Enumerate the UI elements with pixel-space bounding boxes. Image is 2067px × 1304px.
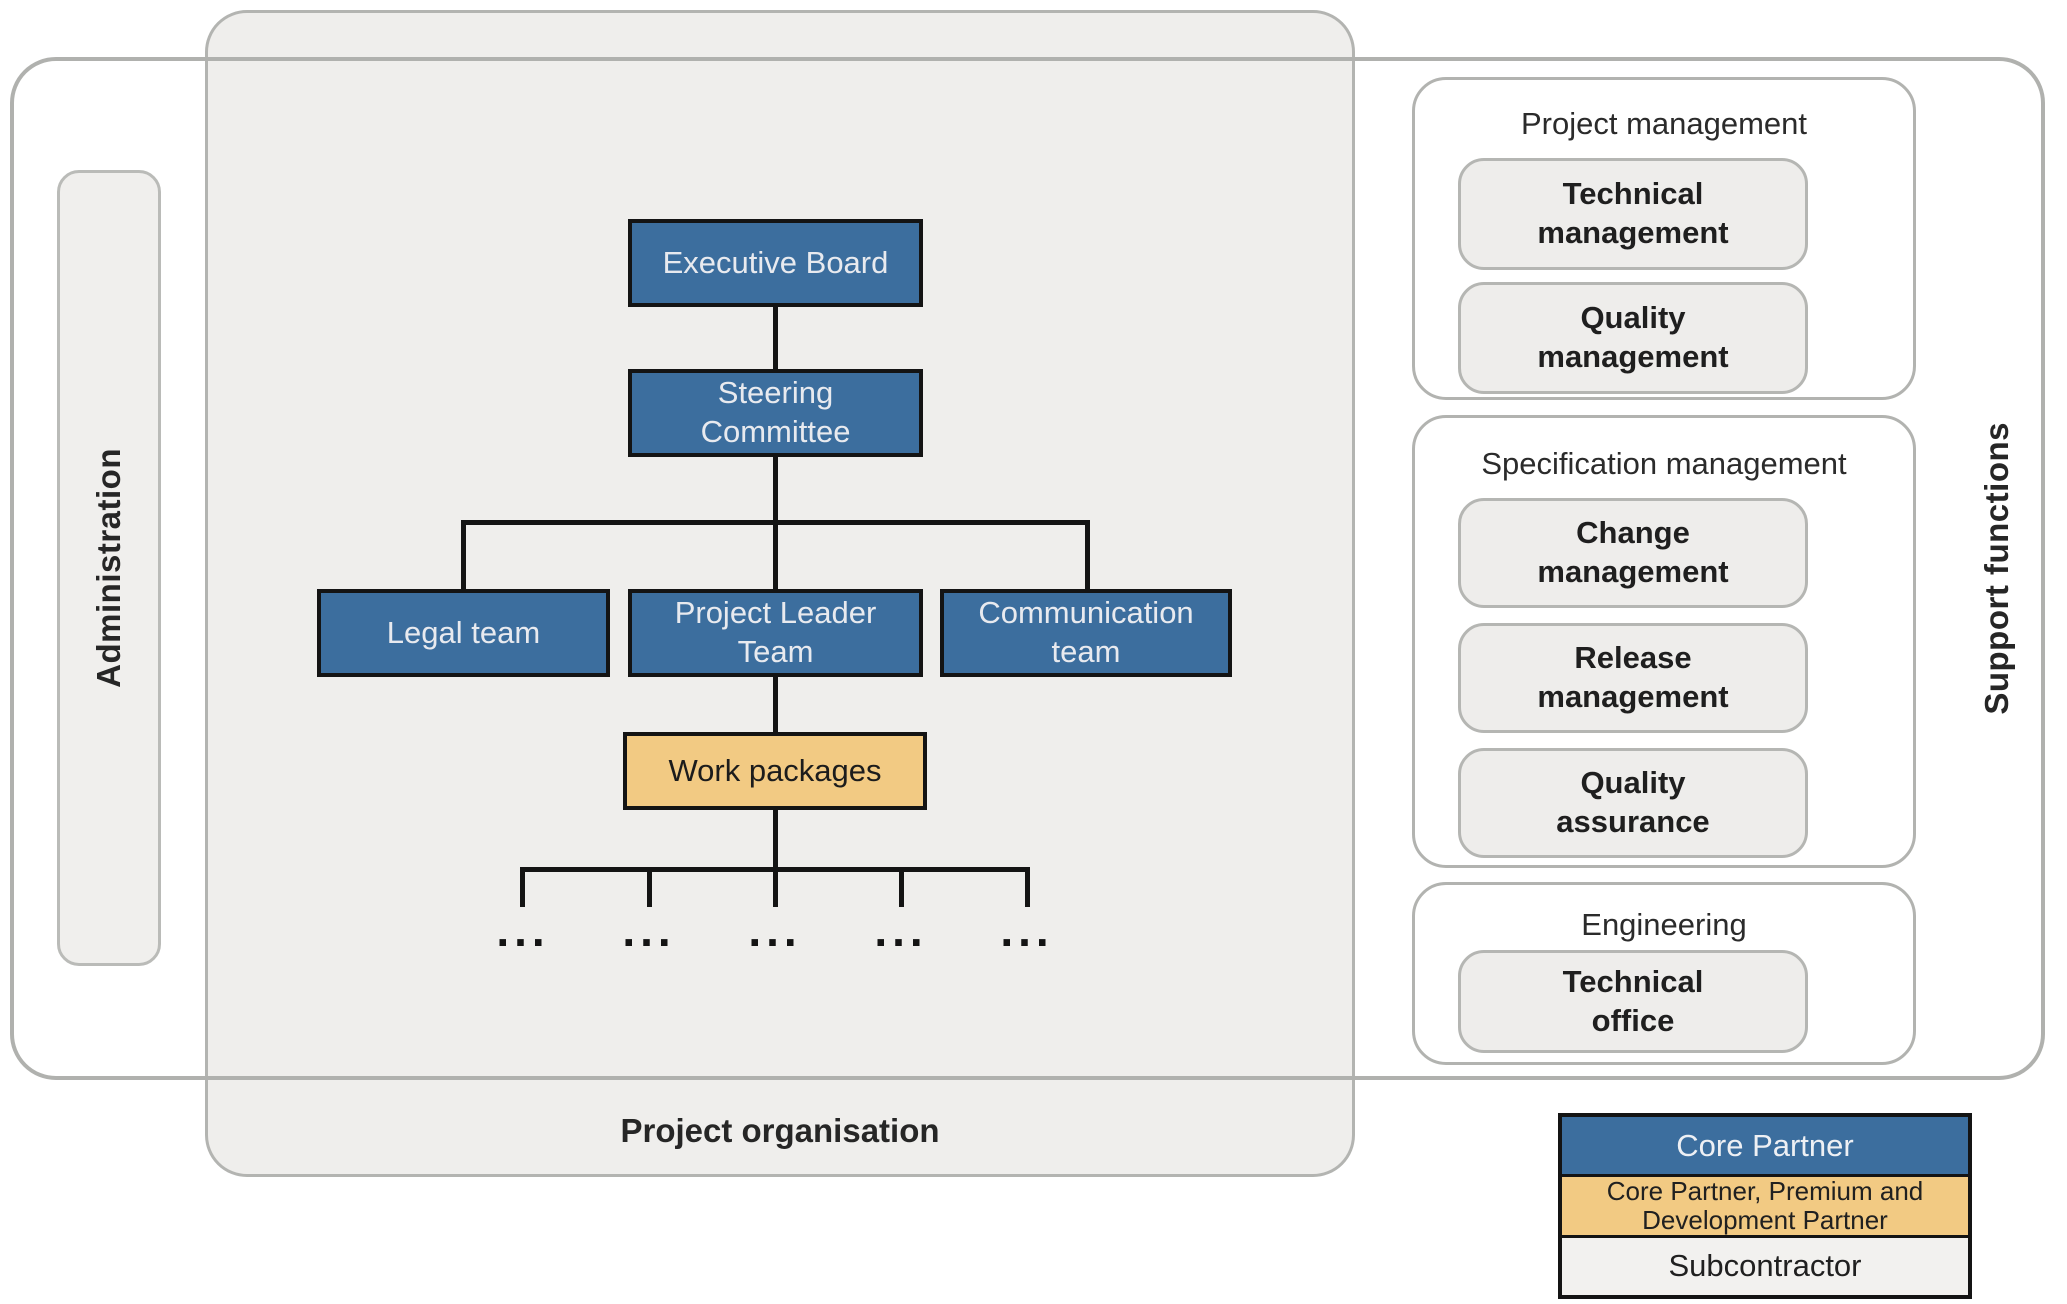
connector-drop-legal <box>461 520 466 591</box>
connector-branch-horizontal <box>461 520 1090 525</box>
connector-drop-project-leader <box>773 523 778 591</box>
item-release-management: Release management <box>1458 623 1808 733</box>
node-communication-team: Communication team <box>940 589 1232 677</box>
item-technical-management: Technical management <box>1458 158 1808 270</box>
item-quality-management: Quality management <box>1458 282 1808 394</box>
connector-comb-tick-5 <box>1025 867 1030 907</box>
connector-comb-tick-4 <box>899 867 904 907</box>
connector-work-packages-down <box>773 810 778 870</box>
legend-core-partner: Core Partner <box>1562 1117 1968 1175</box>
administration-bar: Administration <box>57 170 161 966</box>
connector-comb-tick-1 <box>520 867 525 907</box>
work-package-ellipsis-2: ... <box>622 904 676 956</box>
node-steering-committee: Steering Committee <box>628 369 923 457</box>
item-quality-assurance: Quality assurance <box>1458 748 1808 858</box>
connector-steering-down <box>773 457 778 523</box>
node-work-packages: Work packages <box>623 732 927 810</box>
legend-premium-development-partner: Core Partner, Premium and Development Pa… <box>1562 1174 1968 1238</box>
work-package-ellipsis-1: ... <box>496 904 550 956</box>
group-specification-management-title: Specification management <box>1481 446 1847 481</box>
connector-plt-to-work-packages <box>773 677 778 734</box>
group-project-management-title: Project management <box>1520 106 1808 141</box>
connector-drop-communication <box>1085 520 1090 591</box>
group-engineering-title: Engineering <box>1581 907 1747 942</box>
support-functions-label-wrap: Support functions <box>1952 57 2042 1080</box>
work-package-ellipsis-4: ... <box>874 904 928 956</box>
node-legal-team: Legal team <box>317 589 610 677</box>
connector-comb-tick-3 <box>773 867 778 907</box>
administration-label: Administration <box>90 448 127 688</box>
node-project-leader-team: Project Leader Team <box>628 589 923 677</box>
node-executive-board: Executive Board <box>628 219 923 307</box>
connector-exec-to-steering <box>773 307 778 371</box>
work-package-ellipsis-5: ... <box>1000 904 1054 956</box>
legend-subcontractor: Subcontractor <box>1562 1237 1968 1295</box>
support-functions-label: Support functions <box>1978 422 2015 715</box>
item-technical-office: Technical office <box>1458 950 1808 1053</box>
legend: Core Partner Core Partner, Premium and D… <box>1558 1113 1972 1299</box>
item-change-management: Change management <box>1458 498 1808 608</box>
connector-comb-tick-2 <box>647 867 652 907</box>
project-organisation-label: Project organisation <box>620 1112 940 1149</box>
work-package-ellipsis-3: ... <box>748 904 802 956</box>
